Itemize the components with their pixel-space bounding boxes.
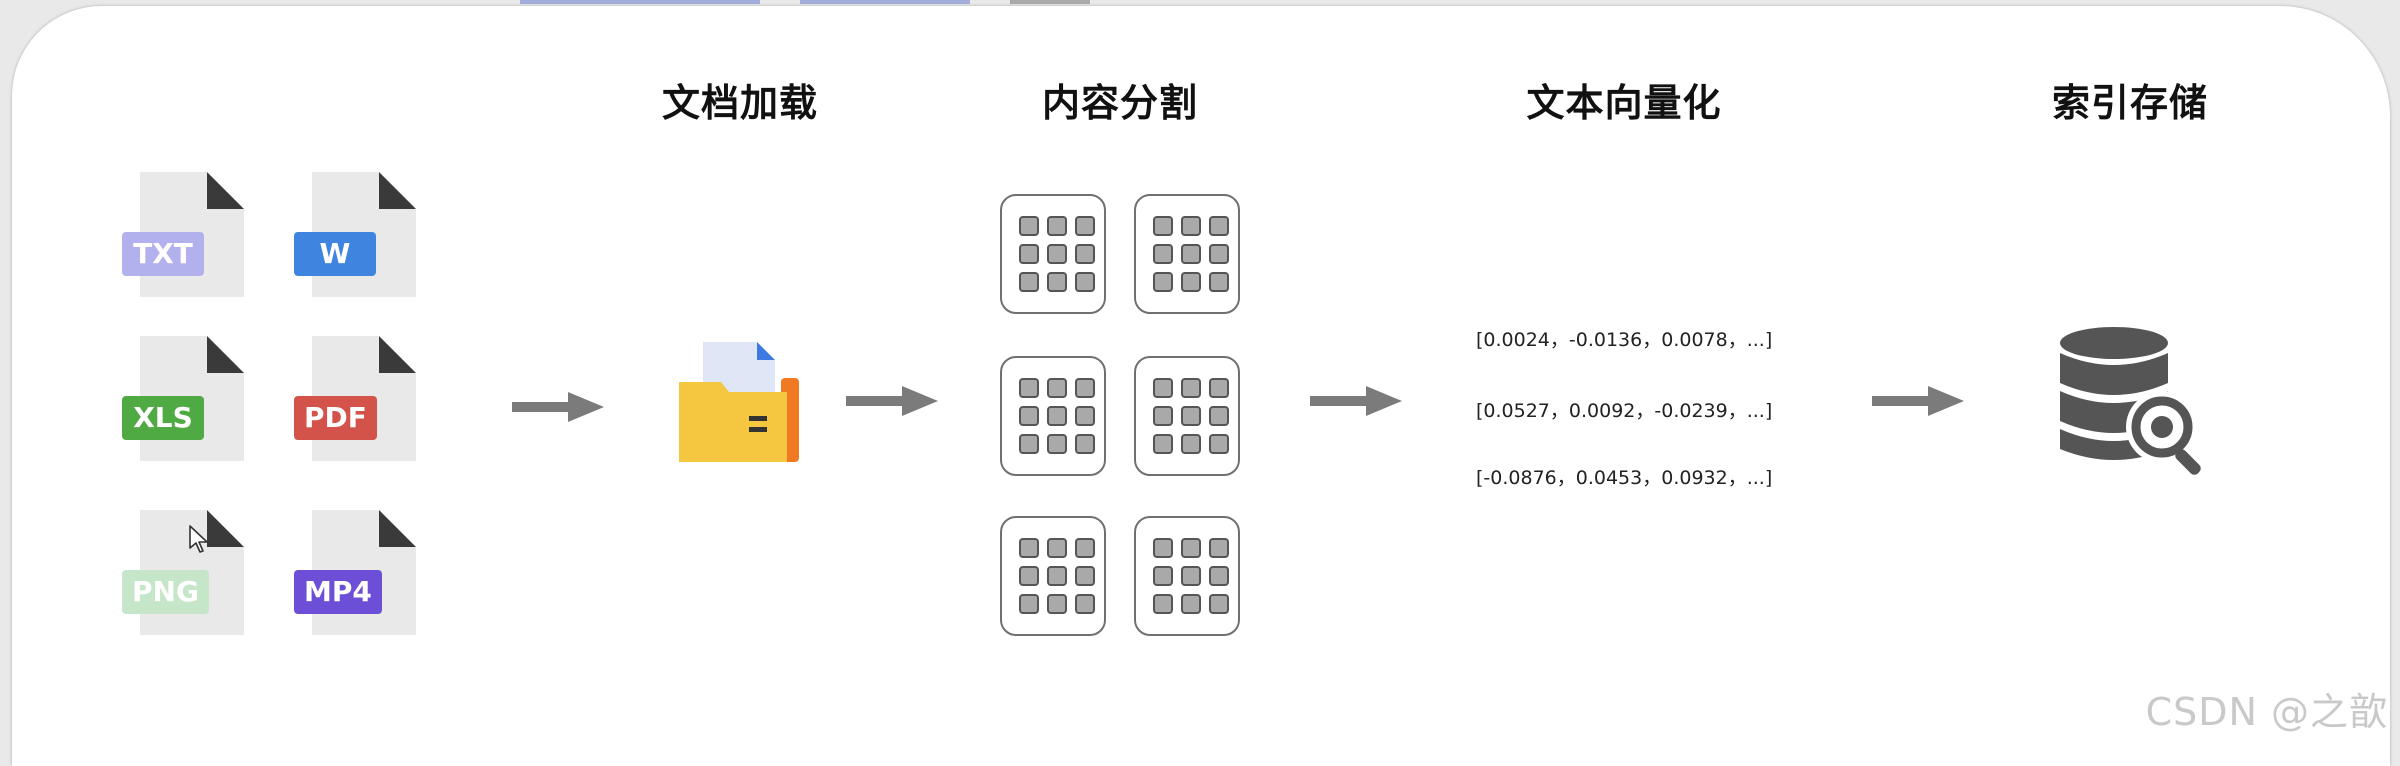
- text-chunk-icon: [1000, 194, 1106, 314]
- arrow-right-icon: [1872, 386, 1964, 416]
- xls-file-icon: XLS: [122, 336, 252, 466]
- arrow-right-icon: [846, 386, 938, 416]
- text-chunk-icon: [1000, 356, 1106, 476]
- vector-row: [0.0024，-0.0136，0.0078，...]: [1476, 329, 1773, 351]
- file-type-label: PDF: [294, 396, 377, 440]
- step-title-index-storage: 索引存储: [2051, 81, 2209, 125]
- file-type-label: TXT: [122, 232, 204, 276]
- mouse-cursor-icon: [189, 525, 208, 553]
- arrow-right-icon: [1310, 386, 1402, 416]
- pdf-file-icon: PDF: [294, 336, 424, 466]
- word-file-icon: W: [294, 172, 424, 302]
- page: 文档加载 内容分割 文本向量化 索引存储 TXT W XLS PDF PNG M…: [12, 0, 2390, 766]
- file-type-label: XLS: [122, 396, 204, 440]
- text-chunk-icon: [1134, 194, 1240, 314]
- file-type-label: PNG: [122, 570, 209, 614]
- database-search-icon: [2060, 327, 2201, 475]
- vector-row: [-0.0876，0.0453，0.0932，...]: [1476, 467, 1773, 489]
- text-chunk-icon: [1134, 356, 1240, 476]
- folder-icon: [679, 342, 799, 462]
- mp4-file-icon: MP4: [294, 510, 424, 640]
- step-title-document-loading: 文档加载: [661, 81, 819, 125]
- file-type-label: MP4: [294, 570, 382, 614]
- text-chunk-icon: [1000, 516, 1106, 636]
- text-chunk-icon: [1134, 516, 1240, 636]
- cropped-top-content: [520, 0, 1090, 6]
- step-title-text-vectorization: 文本向量化: [1526, 81, 1722, 125]
- vector-row: [0.0527，0.0092，-0.0239，...]: [1476, 400, 1773, 422]
- file-type-label: W: [294, 232, 376, 276]
- arrow-right-icon: [512, 392, 604, 422]
- png-file-icon: PNG: [122, 510, 252, 640]
- step-title-content-splitting: 内容分割: [1041, 81, 1199, 125]
- watermark: CSDN @之歆: [2145, 690, 2388, 734]
- txt-file-icon: TXT: [122, 172, 252, 302]
